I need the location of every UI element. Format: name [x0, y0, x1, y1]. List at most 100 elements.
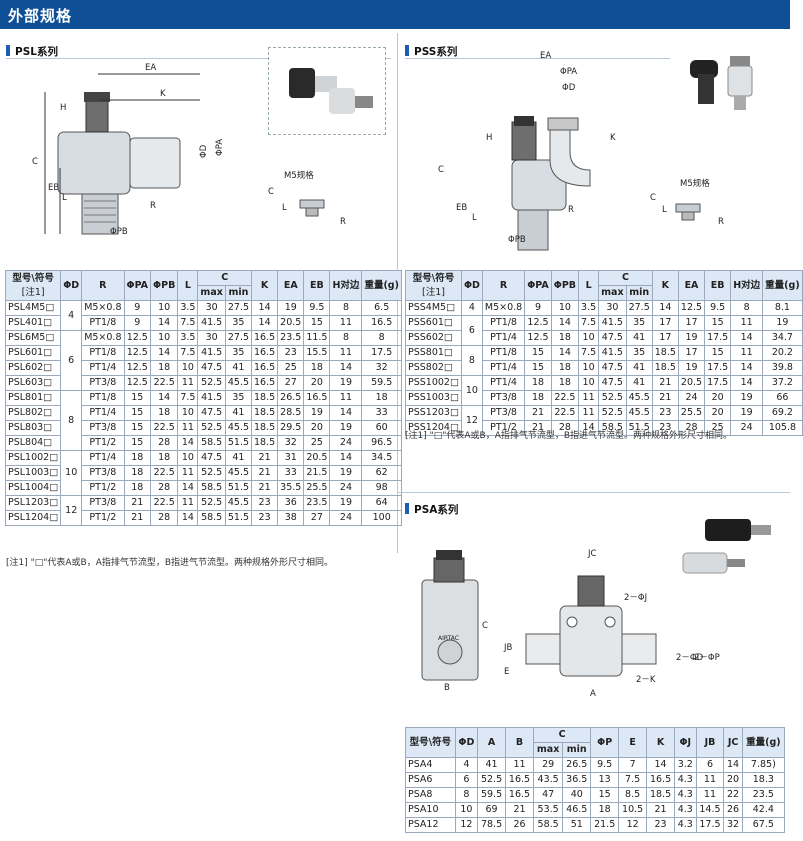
- table-cell: 18: [123, 450, 152, 466]
- table-cell: 29: [532, 757, 564, 773]
- table-cell-model: PSL803□: [4, 420, 62, 436]
- table-cell: 17: [677, 315, 706, 331]
- table-cell-d: 10: [60, 450, 83, 496]
- table-cell: 10: [150, 330, 179, 346]
- psl-spec-table: 型号\符号[注1] ΦD R ΦPA ΦPB L C K EA EB H对边 重…: [4, 270, 402, 526]
- table-cell-model: PSS4M5□: [405, 300, 462, 316]
- table-cell: PT3/8: [81, 420, 125, 436]
- table-cell: 18: [150, 450, 179, 466]
- table-cell: 58.5: [598, 420, 627, 436]
- table-cell: 31: [277, 450, 305, 466]
- table-cell: 12: [618, 817, 648, 833]
- table-cell: PT1/2: [481, 420, 526, 436]
- table-cell: 11: [730, 345, 764, 361]
- table-cell: 10: [578, 330, 600, 346]
- psl-dim-r: R: [150, 201, 156, 211]
- table-cell: 14: [550, 345, 580, 361]
- table-cell: 4.3: [674, 787, 697, 803]
- pss-dim-c: C: [438, 165, 444, 175]
- table-cell: 45.5: [625, 405, 653, 421]
- table-cell: 17.5: [704, 375, 732, 391]
- psl-dim-pd: ΦD: [199, 144, 209, 158]
- psa-section-title: PSA系列: [405, 502, 458, 517]
- table-cell: 16.5: [361, 315, 402, 331]
- psl-col-c: C: [197, 270, 253, 286]
- table-cell: 67.5: [741, 817, 786, 833]
- psl-title-text: PSL系列: [15, 46, 58, 58]
- table-cell: 38: [277, 510, 305, 526]
- table-cell-model: PSL1004□: [4, 480, 62, 496]
- psl-m5-dim-l: L: [282, 203, 287, 213]
- table-cell: 41: [224, 360, 253, 376]
- table-cell-model: PSS1003□: [405, 390, 462, 406]
- table-cell: 14: [329, 405, 363, 421]
- table-cell: 21: [123, 510, 152, 526]
- psa-col-cmin: min: [562, 742, 592, 758]
- table-cell: 21: [524, 405, 552, 421]
- pss-dim-pa: ΦPA: [560, 67, 577, 77]
- table-cell: 16.5: [251, 360, 279, 376]
- table-cell: 41.5: [197, 315, 226, 331]
- psl-col-model: 型号\符号[注1]: [4, 270, 62, 301]
- psa-col-cmax: max: [532, 742, 564, 758]
- psl-col-eb: EB: [303, 270, 331, 301]
- table-cell-model: PSL6M5□: [4, 330, 62, 346]
- table-cell: 60: [361, 420, 402, 436]
- table-cell: 14.5: [695, 802, 725, 818]
- table-cell-model: PSA6: [405, 772, 456, 788]
- table-cell: 16.5: [251, 345, 279, 361]
- psl-m5-label: M5规格: [284, 170, 314, 181]
- psa-title-text: PSA系列: [414, 504, 459, 516]
- page-header: 外部规格: [0, 0, 790, 29]
- table-cell: 25: [277, 360, 305, 376]
- table-cell: 12: [454, 817, 479, 833]
- psl-dim-pa: ΦPA: [215, 139, 225, 156]
- table-cell-model: PSA12: [405, 817, 456, 833]
- table-cell: 15: [123, 420, 152, 436]
- table-cell: 14: [251, 300, 279, 316]
- psl-col-cmin: min: [224, 285, 253, 301]
- table-cell: 25.5: [303, 480, 331, 496]
- table-cell: 18.5: [646, 787, 676, 803]
- table-cell: 10: [150, 300, 179, 316]
- table-cell: PT1/4: [81, 450, 125, 466]
- table-cell: 21: [123, 495, 152, 511]
- table-cell: 52.5: [197, 420, 226, 436]
- table-cell: 52.5: [598, 405, 627, 421]
- table-cell: PT1/2: [81, 435, 125, 451]
- psa-col-c: C: [532, 727, 592, 743]
- table-cell: 45.5: [224, 495, 253, 511]
- table-cell: 21: [651, 375, 679, 391]
- table-cell: 18.5: [251, 435, 279, 451]
- table-cell: 69.2: [762, 405, 803, 421]
- table-cell: 30: [197, 330, 226, 346]
- table-cell: 17: [651, 315, 679, 331]
- table-cell: 66: [762, 390, 803, 406]
- psl-m5-dim-c: C: [268, 187, 274, 197]
- psl-dim-eb: EB: [48, 183, 59, 193]
- table-cell: 6.5: [361, 300, 402, 316]
- table-cell: 15: [590, 787, 620, 803]
- table-cell: 16.5: [646, 772, 676, 788]
- psa-dim-a: A: [590, 689, 596, 699]
- psa-col-d: ΦD: [454, 727, 479, 758]
- table-cell: 6: [454, 772, 479, 788]
- pss-title-text: PSS系列: [414, 46, 458, 58]
- psl-dim-l: L: [62, 193, 67, 203]
- table-cell: 19: [303, 405, 331, 421]
- table-cell: 4.3: [674, 817, 697, 833]
- table-cell: 19: [677, 360, 706, 376]
- pss-col-h: H对边: [730, 270, 764, 301]
- table-cell: PT1/8: [81, 390, 125, 406]
- table-cell: 34.7: [762, 330, 803, 346]
- table-cell: 41: [625, 375, 653, 391]
- pss-dim-pb: ΦPB: [508, 235, 526, 245]
- table-cell-d: 4: [460, 300, 483, 316]
- table-cell: 16.5: [505, 772, 534, 788]
- table-cell-model: PSL4M5□: [4, 300, 62, 316]
